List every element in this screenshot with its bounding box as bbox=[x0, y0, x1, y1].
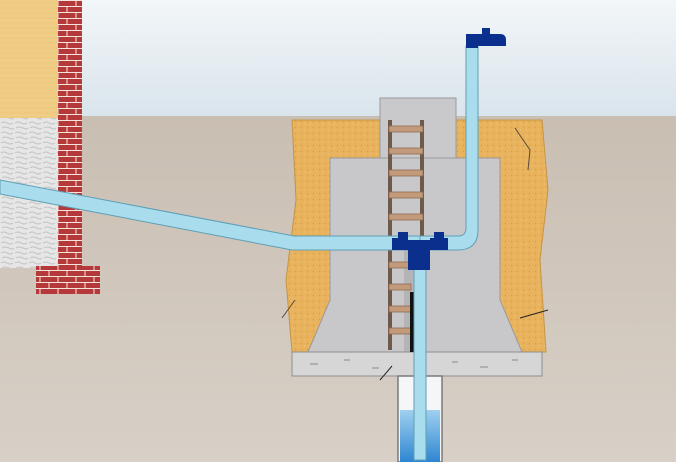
ladder-rung bbox=[388, 125, 424, 133]
ladder-rung bbox=[388, 147, 424, 155]
backfill-edge-crack-left bbox=[281, 299, 296, 319]
brick-column bbox=[58, 0, 82, 270]
ladder-rung bbox=[388, 305, 412, 313]
house-wall bbox=[0, 0, 58, 118]
tee-valve-cap bbox=[398, 232, 408, 238]
ladder-rung bbox=[388, 213, 424, 221]
backfill-edge-crack-right bbox=[514, 127, 531, 171]
sky bbox=[0, 0, 676, 118]
tee-left-coupling bbox=[392, 238, 408, 250]
leader-line-right bbox=[519, 309, 549, 319]
ladder-rung bbox=[388, 327, 412, 335]
tap-handle-icon bbox=[482, 28, 490, 34]
tee-body bbox=[408, 240, 430, 270]
tee-valve-cap-right bbox=[434, 232, 444, 238]
ladder-rail-left bbox=[388, 120, 392, 350]
ladder-rail-right bbox=[420, 120, 424, 350]
ladder-rung bbox=[388, 261, 412, 269]
ladder-rung bbox=[388, 169, 424, 177]
leader-line-slab bbox=[379, 365, 393, 381]
slab-texture bbox=[310, 359, 518, 369]
foundation-footing bbox=[36, 266, 100, 294]
outdoor-tap bbox=[466, 34, 506, 48]
ladder-rung bbox=[388, 283, 412, 291]
pipe-tee-fitting bbox=[392, 232, 448, 270]
drop-pipe bbox=[413, 249, 427, 461]
tee-right-coupling bbox=[430, 238, 448, 250]
ladder-rung bbox=[388, 191, 424, 199]
